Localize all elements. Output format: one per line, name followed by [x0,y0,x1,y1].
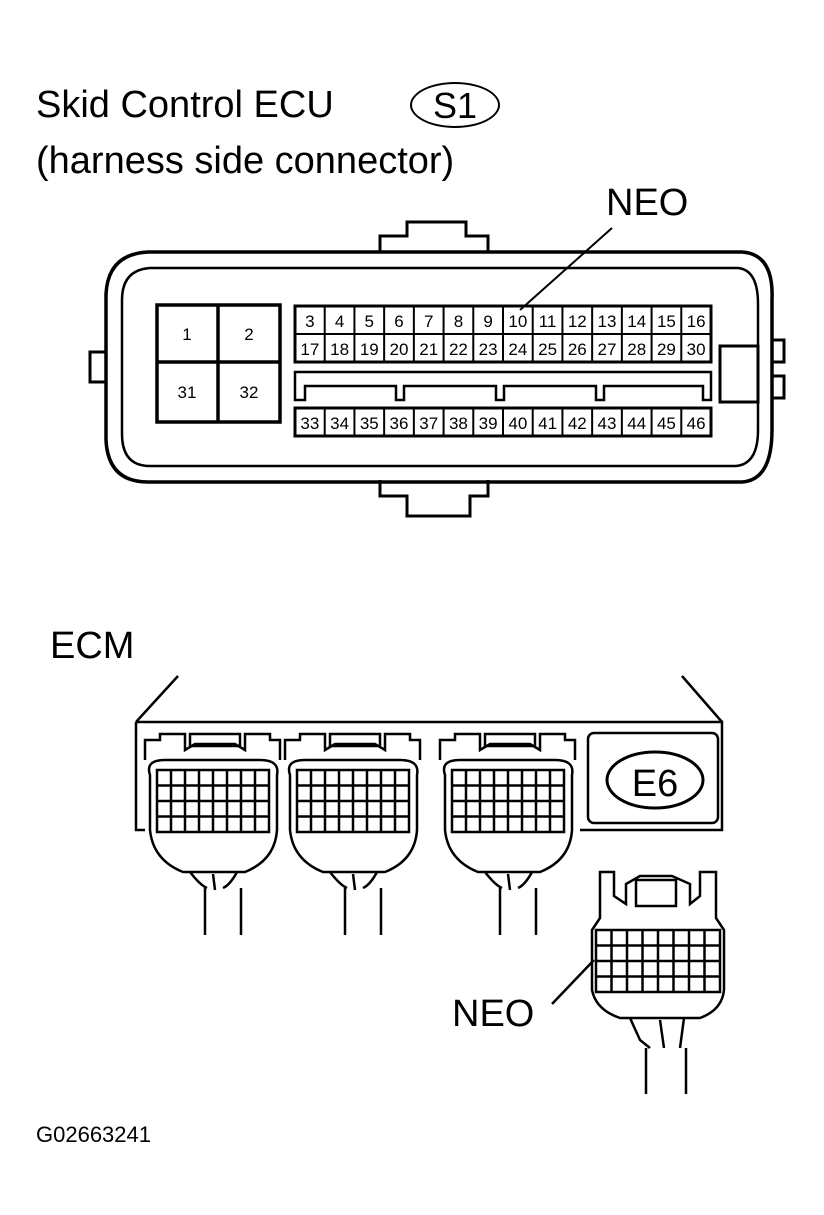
neo-label-top: NEO [606,182,689,224]
title-skid-control-ecu: Skid Control ECU [36,84,334,126]
ecm-label: ECM [50,625,135,667]
pin-42: 42 [568,414,587,433]
pin-40: 40 [508,414,527,433]
pin-16: 16 [687,312,706,331]
pin-27: 27 [598,340,617,359]
pin-18: 18 [330,340,349,359]
pin-25: 25 [538,340,557,359]
pin-9: 9 [483,312,492,331]
pin-17: 17 [300,340,319,359]
pin-44: 44 [627,414,646,433]
pin-43: 43 [598,414,617,433]
neo-label-bottom: NEO [452,993,535,1035]
ecm-connector-3 [438,732,577,935]
pin-35: 35 [360,414,379,433]
pin-8: 8 [454,312,463,331]
pin-7: 7 [424,312,433,331]
pin-26: 26 [568,340,587,359]
figure-code: G02663241 [36,1122,151,1147]
pin-4: 4 [335,312,344,331]
pin-21: 21 [419,340,438,359]
pin-5: 5 [365,312,374,331]
pin-1: 1 [182,325,191,344]
pin-15: 15 [657,312,676,331]
connector-code-badge-s1: S1 [410,82,500,128]
pin-31: 31 [178,383,197,402]
pin-33: 33 [300,414,319,433]
e6-badge-text: E6 [632,763,678,805]
pin-36: 36 [390,414,409,433]
pin-11: 11 [539,312,557,331]
pin-29: 29 [657,340,676,359]
pin-3: 3 [305,312,314,331]
pin-41: 41 [538,414,557,433]
pin-39: 39 [479,414,498,433]
pin-38: 38 [449,414,468,433]
ecm-connector-1 [143,732,282,935]
pin-34: 34 [330,414,349,433]
e6-badge [605,750,705,810]
pin-37: 37 [419,414,438,433]
pin-10: 10 [508,312,527,331]
pin-12: 12 [568,312,587,331]
ecm-unit [134,675,726,1094]
pin-24: 24 [508,340,527,359]
pin-32: 32 [240,383,259,402]
pin-13: 13 [598,312,617,331]
s1-connector [88,220,786,518]
pin-14: 14 [627,312,646,331]
e6-harness-connector [551,870,726,1094]
pin-46: 46 [687,414,706,433]
pin-23: 23 [479,340,498,359]
pin-45: 45 [657,414,676,433]
pin-22: 22 [449,340,468,359]
pin-20: 20 [390,340,409,359]
pin-30: 30 [687,340,706,359]
pin-28: 28 [627,340,646,359]
pin-6: 6 [394,312,403,331]
ecm-connector-2 [283,732,422,935]
title-harness-side-connector: (harness side connector) [36,140,455,182]
pin-2: 2 [244,325,253,344]
pin-19: 19 [360,340,379,359]
